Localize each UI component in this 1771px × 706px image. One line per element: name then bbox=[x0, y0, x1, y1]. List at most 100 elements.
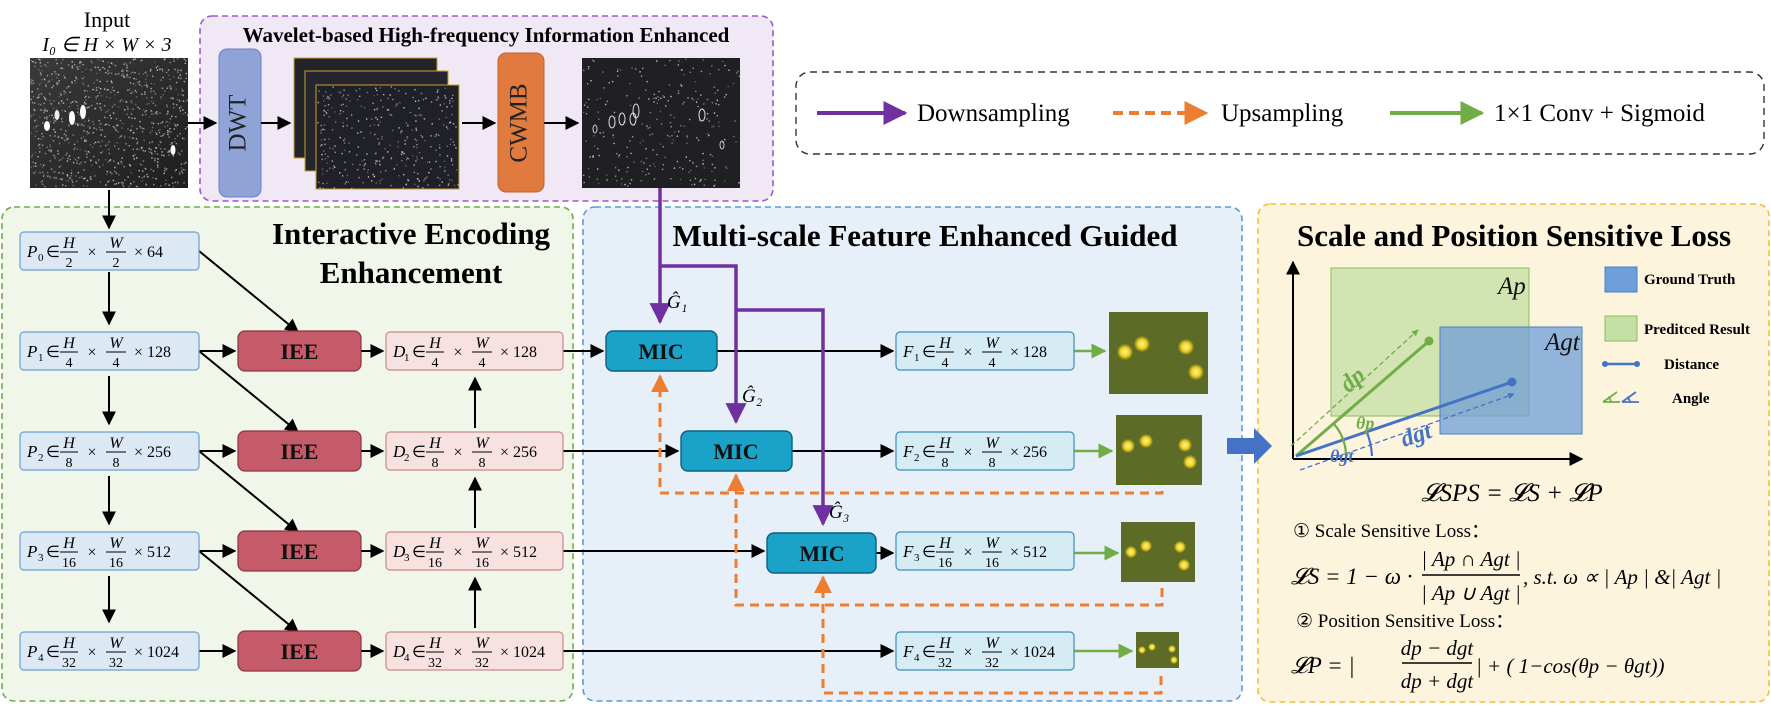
svg-text:∈: ∈ bbox=[922, 344, 936, 361]
svg-text:× 1024: × 1024 bbox=[1010, 644, 1055, 661]
svg-text:× 256: × 256 bbox=[134, 444, 171, 461]
svg-text:3: 3 bbox=[38, 552, 44, 564]
svg-text:D: D bbox=[392, 342, 406, 361]
mic-block-3: MIC bbox=[766, 532, 877, 574]
svg-text:16: 16 bbox=[475, 556, 489, 571]
svg-text:4: 4 bbox=[989, 356, 996, 371]
input-title: Input bbox=[84, 7, 130, 32]
svg-text:∈: ∈ bbox=[46, 344, 60, 361]
svg-text:∈: ∈ bbox=[46, 644, 60, 661]
svg-text:×: × bbox=[963, 444, 972, 461]
sps-title: Scale and Position Sensitive Loss bbox=[1297, 218, 1731, 253]
d3-feature-box: D3∈H16×W16× 512 bbox=[385, 531, 564, 571]
legend-box bbox=[795, 71, 1765, 155]
scale-loss-num: | Ap ∩ Agt | bbox=[1421, 547, 1520, 571]
svg-text:32: 32 bbox=[62, 656, 76, 671]
svg-text:∈: ∈ bbox=[412, 544, 426, 561]
svg-text:4: 4 bbox=[66, 356, 73, 371]
svg-text:× 1024: × 1024 bbox=[500, 644, 545, 661]
loss-plot: Ap Agt dp dgt θp θgt bbox=[1286, 260, 1584, 471]
mic-block-2: MIC bbox=[680, 430, 793, 472]
svg-text:Ground Truth: Ground Truth bbox=[1644, 272, 1736, 288]
g-hat-2: Ĝ₂ bbox=[742, 385, 763, 407]
svg-text:3: 3 bbox=[914, 552, 920, 564]
svg-text:8: 8 bbox=[432, 456, 439, 471]
svg-text:IEE: IEE bbox=[281, 539, 319, 564]
wavelet-title: Wavelet-based High-frequency Information… bbox=[243, 23, 730, 47]
svg-text:8: 8 bbox=[66, 456, 73, 471]
svg-text:∈: ∈ bbox=[922, 644, 936, 661]
svg-text:H: H bbox=[62, 535, 76, 552]
svg-text:1×1 Conv + Sigmoid: 1×1 Conv + Sigmoid bbox=[1494, 100, 1705, 127]
svg-text:D: D bbox=[392, 642, 406, 661]
svg-text:× 128: × 128 bbox=[134, 344, 171, 361]
svg-text:×: × bbox=[453, 444, 462, 461]
svg-text:32: 32 bbox=[428, 656, 442, 671]
svg-text:∈: ∈ bbox=[46, 244, 60, 261]
svg-text:×: × bbox=[453, 644, 462, 661]
svg-text:4: 4 bbox=[38, 652, 44, 664]
svg-text:P: P bbox=[26, 642, 37, 661]
scale-loss-lhs: 𝓛S = 1 − ω · bbox=[1291, 564, 1413, 589]
svg-text:W: W bbox=[985, 635, 1000, 652]
svg-text:MIC: MIC bbox=[638, 339, 683, 364]
iee-title-line2: Enhancement bbox=[320, 255, 503, 290]
svg-text:∈: ∈ bbox=[46, 444, 60, 461]
svg-text:W: W bbox=[109, 635, 124, 652]
cwmb-block: CWMB bbox=[497, 52, 545, 193]
svg-text:3: 3 bbox=[404, 552, 410, 564]
svg-text:× 1024: × 1024 bbox=[134, 644, 179, 661]
position-loss-num: dp − dgt bbox=[1401, 636, 1475, 660]
svg-text:H: H bbox=[62, 335, 76, 352]
loss-formulas: 𝓛SPS = 𝓛S + 𝓛P ① Scale Sensitive Loss： 𝓛… bbox=[1291, 480, 1721, 693]
scale-loss-tail: , s.t. ω ∝ | Ap | &| Agt | bbox=[1523, 565, 1721, 589]
svg-text:∈: ∈ bbox=[412, 444, 426, 461]
iee-block-3: IEE bbox=[237, 530, 362, 572]
heatmap-output-1 bbox=[1109, 312, 1208, 394]
iee-block-4: IEE bbox=[237, 630, 362, 672]
svg-text:×: × bbox=[963, 544, 972, 561]
d1-feature-box: D1∈H4×W4× 128 bbox=[385, 331, 564, 371]
legend-conv: 1×1 Conv + Sigmoid bbox=[1390, 100, 1705, 127]
legend-upsampling: Upsampling bbox=[1113, 100, 1344, 127]
svg-text:4: 4 bbox=[113, 356, 120, 371]
input-formula: I₀ ∈ H × W × 3 bbox=[41, 34, 171, 56]
svg-text:DWT: DWT bbox=[225, 95, 252, 152]
svg-text:∈: ∈ bbox=[922, 544, 936, 561]
svg-text:2: 2 bbox=[66, 256, 73, 271]
mic-block-1: MIC bbox=[605, 330, 718, 372]
svg-text:W: W bbox=[985, 335, 1000, 352]
downsampling-paths bbox=[649, 188, 834, 527]
svg-text:∈: ∈ bbox=[46, 544, 60, 561]
svg-text:4: 4 bbox=[404, 652, 410, 664]
svg-text:1: 1 bbox=[914, 352, 920, 364]
svg-text:H: H bbox=[938, 535, 952, 552]
legend-downsampling: Downsampling bbox=[817, 100, 1070, 127]
agt-label: Agt bbox=[1543, 329, 1581, 356]
heatmap-output-3 bbox=[1121, 522, 1195, 582]
svg-text:W: W bbox=[475, 435, 490, 452]
svg-text:× 256: × 256 bbox=[1010, 444, 1047, 461]
svg-text:H: H bbox=[62, 635, 76, 652]
svg-text:32: 32 bbox=[475, 656, 489, 671]
svg-text:×: × bbox=[963, 344, 972, 361]
thp-label: θp bbox=[1356, 413, 1374, 433]
svg-text:CWMB: CWMB bbox=[506, 83, 533, 162]
svg-text:P: P bbox=[26, 442, 37, 461]
svg-text:1: 1 bbox=[404, 352, 410, 364]
scale-loss-title: ① Scale Sensitive Loss： bbox=[1293, 521, 1490, 542]
thgt-label: θgt bbox=[1330, 446, 1354, 466]
svg-text:8: 8 bbox=[479, 456, 486, 471]
to-loss-arrow bbox=[1227, 428, 1272, 464]
dwt-block: DWT bbox=[218, 48, 262, 198]
svg-text:16: 16 bbox=[938, 556, 952, 571]
svg-text:P: P bbox=[26, 342, 37, 361]
svg-text:F: F bbox=[902, 642, 914, 661]
svg-text:8: 8 bbox=[942, 456, 949, 471]
svg-text:IEE: IEE bbox=[281, 339, 319, 364]
svg-text:MIC: MIC bbox=[713, 439, 758, 464]
